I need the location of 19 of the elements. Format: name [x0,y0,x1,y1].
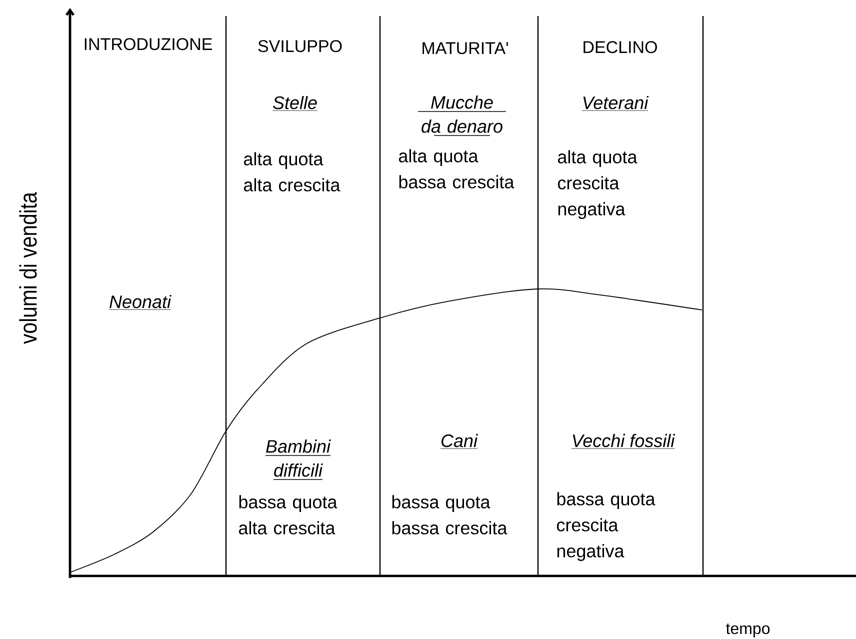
stage-heading: INTRODUZIONE [84,38,212,50]
description-text: bassa quota alta crescita [238,495,338,534]
category-name: Stelle [272,96,318,111]
category-name: Cani [440,434,478,449]
category-name: Veterani [582,96,649,111]
stage-heading: DECLINO [584,41,657,54]
description-text: bassa quota crescita negativa [556,492,656,561]
stage-heading: SVILUPPO [258,40,342,52]
category-name: Vecchi fossili [571,434,676,449]
description-text: alta quota alta crescita [244,152,340,192]
category-name: Neonati [108,294,172,310]
description-text: bassa quota bassa crescita [392,495,508,534]
axis-label: tempo [726,624,770,638]
description-text: alta quota bassa crescita [398,149,514,188]
axis-label: volumi di vendita [19,192,37,344]
category-name: Bambini difficili [265,440,331,480]
category-name: Mucche da denaro [418,96,506,136]
description-text: alta quota crescita negativa [558,150,638,219]
stage-heading: MATURITA' [422,42,508,54]
